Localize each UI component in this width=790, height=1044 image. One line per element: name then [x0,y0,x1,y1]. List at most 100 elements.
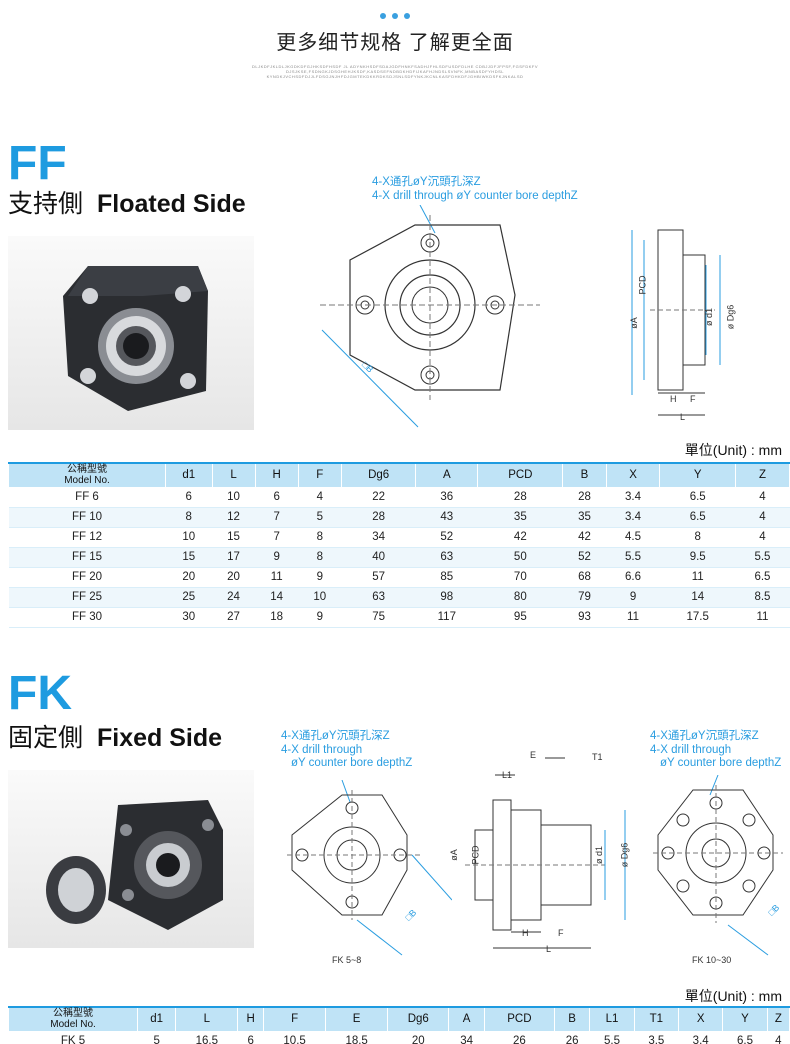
table-cell: 7 [255,507,299,528]
table-cell: FF 6 [8,487,166,508]
fk-header-cell: F [263,1006,327,1032]
table-cell: 6.5 [659,487,736,508]
ff-label-l: L [680,412,686,422]
fine-print: DLJKDFJKLDLJKGDKDFGJHKSDFHSDF JL ADYNKHS… [252,64,538,79]
fk-note-2-cn: 4-X通孔øY沉頭孔深Z [650,730,759,742]
table-cell: FF 12 [8,527,166,548]
fk-title-cn: 固定側 [8,724,84,752]
fk-header-cell: E [325,1006,389,1032]
table-cell: 8 [165,507,212,528]
table-cell: 7 [255,527,299,548]
table-cell: 9 [255,547,299,568]
ff-header-cell: PCD [477,462,564,488]
ff-label-a: øA [628,317,639,329]
fk-label-pcd: PCD [470,845,481,865]
fk-header-cell: Dg6 [387,1006,450,1032]
page-title: 更多细节规格 了解更全面 [276,32,514,54]
table-cell: 4 [735,507,790,528]
table-cell: 8 [659,527,736,548]
table-cell: 5.5 [735,547,790,568]
table-cell: 28 [477,487,563,508]
table-cell: 6.5 [722,1031,768,1044]
table-cell: 17 [212,547,256,568]
fk-label-dg6: ø Dg6 [619,842,630,868]
fk-caption-small: FK 5~8 [332,955,362,965]
table-cell: 30 [165,607,212,628]
fk-header-cell: B [553,1006,591,1032]
table-cell: 36 [415,487,478,508]
table-cell: 80 [477,587,563,608]
table-cell: 5 [298,507,342,528]
table-cell: 3.4 [606,507,660,528]
table-cell: 20 [212,567,256,588]
fk-label-h: H [522,928,529,938]
fk-header-cell: d1 [137,1006,177,1032]
table-cell: 11 [735,607,790,628]
fk-note-1: 4-X通孔øY沉頭孔深Z 4-X drill through øY counte… [281,730,412,771]
table-cell: 10 [165,527,212,548]
table-cell: 50 [477,547,563,568]
table-cell: 4 [298,487,342,508]
table-cell: 5.5 [589,1031,635,1044]
fk-front-drawing-small [287,780,452,956]
fk-header-cell: X [678,1006,724,1032]
fk-label-e: E [530,750,537,760]
ff-title-cn: 支持側 [8,190,84,218]
table-cell: 3.4 [606,487,660,508]
table-cell: 17.5 [659,607,736,628]
table-cell: 4 [767,1031,790,1044]
ff-front-drawing [320,205,540,428]
ff-header-cell: A [415,462,479,488]
ff-header-cell: L [211,462,256,488]
fk-caption-large: FK 10~30 [692,955,732,965]
table-cell: 52 [562,547,607,568]
table-cell: 26 [554,1031,590,1044]
ff-side-drawing [631,229,721,416]
fk-header-cell: L [175,1006,239,1032]
table-cell: 28 [341,507,416,528]
fk-header-cell: Z [766,1006,790,1032]
fk-label-a: øA [448,849,459,861]
table-cell: 9.5 [659,547,736,568]
ff-note-en: 4-X drill through øY counter bore depthZ [372,189,578,202]
fk-label-l1: L1 [502,770,513,780]
ff-header-cell: Z [734,462,790,488]
ff-label-f: F [690,394,696,404]
fk-note-1-cn: 4-X通孔øY沉頭孔深Z [281,730,390,742]
table-cell: FK 5 [8,1031,138,1044]
table-cell: 3.5 [634,1031,679,1044]
ff-header-cell: F [297,462,342,488]
fk-note-2-en-a: 4-X drill through [650,743,732,756]
decor-dots [0,6,790,24]
table-cell: 34 [448,1031,485,1044]
table-cell: 4 [735,487,790,508]
fk-code: FK [8,667,72,720]
table-cell: 8.5 [735,587,790,608]
table-cell: 14 [659,587,736,608]
table-cell: 15 [165,547,212,568]
table-cell: FF 10 [8,507,166,528]
ff-product-photo [8,236,254,430]
table-cell: 16.5 [175,1031,238,1044]
fk-label-t1: T1 [592,752,603,762]
table-cell: 12 [212,507,256,528]
table-cell: 11 [659,567,736,588]
fk-note-2-en-b: øY counter bore depthZ [660,757,782,769]
table-cell: 5.5 [606,547,660,568]
table-cell: 6 [237,1031,264,1044]
table-cell: 40 [341,547,416,568]
table-cell: 117 [415,607,478,628]
table-cell: 57 [341,567,416,588]
table-cell: 52 [415,527,478,548]
table-cell: FF 25 [8,587,166,608]
fk-header-cell: PCD [483,1006,555,1032]
